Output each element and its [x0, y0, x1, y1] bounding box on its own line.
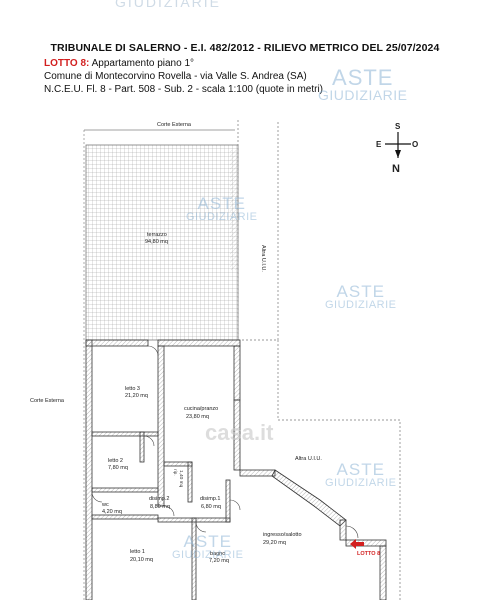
watermark-5: ASTE GIUDIZIARIE: [172, 532, 244, 561]
label-letto2-area: 7,80 mq: [108, 465, 128, 471]
address-line: Comune di Montecorvino Rovella - via Val…: [44, 71, 307, 82]
watermark-top: GIUDIZIARIE: [115, 0, 222, 10]
compass-e: E: [376, 140, 382, 149]
lotto-label: LOTTO 8:: [44, 58, 90, 69]
label-wc: wc: [101, 502, 109, 508]
label-wc-area: 4,20 mq: [102, 509, 122, 515]
label-disimp2-area: 8,80 mq: [150, 504, 170, 510]
label-bagno-area: 7,20 mq: [209, 558, 229, 564]
compass-s: S: [395, 122, 401, 131]
label-altra-uiu-right: Altra U.I.U.: [295, 456, 322, 462]
label-cucina: cucina/pranzo: [184, 406, 218, 412]
watermark-1: ASTE GIUDIZIARIE: [318, 65, 408, 103]
label-rip-area: 1,40 mq: [178, 470, 184, 488]
watermark-2: ASTE GIUDIZIARIE: [186, 194, 258, 223]
label-letto1: letto 1: [130, 549, 145, 555]
label-altra-uiu-vertical: Altra U.I.U.: [260, 245, 266, 272]
label-ingresso-area: 29,20 mq: [263, 540, 286, 546]
cadastral-line: N.C.E.U. Fl. 8 - Part. 508 - Sub. 2 - sc…: [44, 84, 323, 95]
label-cucina-area: 23,80 mq: [186, 414, 209, 420]
label-letto3-area: 21,20 mq: [125, 393, 148, 399]
altra-uiu-boundary: [237, 120, 279, 341]
label-terrazzo: terrazzo: [147, 232, 167, 238]
label-ingresso: ingresso/salotto: [263, 532, 302, 538]
label-letto3: letto 3: [125, 386, 140, 392]
lotto-line: LOTTO 8: Appartamento piano 1°: [44, 58, 194, 69]
label-disimp1-area: 6,80 mq: [201, 504, 221, 510]
document-title: TRIBUNALE DI SALERNO - E.I. 482/2012 - R…: [50, 42, 440, 54]
door-swings: [91, 345, 359, 539]
terrazzo-edge: [230, 150, 238, 270]
label-terrazzo-area: 94,80 mq: [145, 239, 168, 245]
label-corte-esterna-left: Corte Esterna: [30, 398, 65, 404]
compass-o: O: [412, 140, 418, 149]
label-bagno: bagno: [210, 551, 225, 557]
altra-uiu-right-boundary: [277, 340, 401, 600]
label-disimp1: disimp.1: [200, 496, 220, 502]
watermark-3: ASTE GIUDIZIARIE: [325, 282, 397, 311]
watermark-casa: casa.it: [205, 420, 274, 445]
compass-n: N: [392, 163, 400, 175]
label-corte-esterna-top: Corte Esterna: [157, 122, 192, 128]
walls: [85, 339, 387, 600]
label-letto1-area: 20,10 mq: [130, 557, 153, 563]
terrazzo-area: [85, 144, 239, 341]
watermark-4: ASTE GIUDIZIARIE: [325, 460, 397, 489]
label-letto2: letto 2: [108, 458, 123, 464]
label-rip: rip.: [172, 469, 178, 476]
label-disimp2: disimp.2: [149, 496, 169, 502]
lotto-description: Appartamento piano 1°: [91, 58, 195, 69]
lotto-arrow-icon: [350, 539, 364, 549]
lotto-marker-label: LOTTO 8: [357, 551, 380, 557]
compass: [385, 132, 411, 158]
